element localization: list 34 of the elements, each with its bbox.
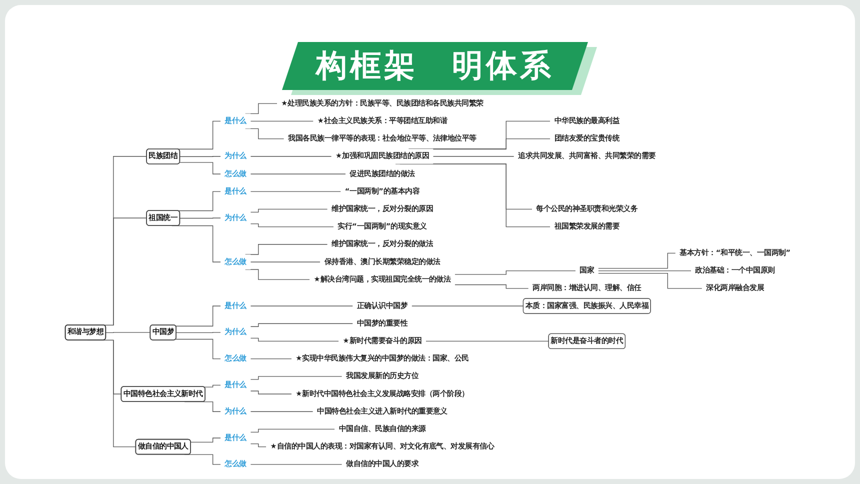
connector	[250, 428, 335, 433]
connector	[204, 384, 221, 388]
connector	[175, 338, 221, 360]
connector	[180, 156, 221, 157]
connector	[250, 358, 292, 360]
connector	[598, 270, 692, 272]
connector	[180, 218, 221, 219]
title-banner: 构框架 明体系	[282, 42, 588, 90]
connector	[250, 223, 334, 228]
connector	[250, 464, 342, 465]
connector	[177, 191, 221, 212]
connector	[598, 252, 676, 269]
connector	[250, 208, 328, 213]
connector	[250, 338, 339, 342]
connector	[454, 270, 576, 275]
connector	[179, 162, 221, 174]
connector	[175, 306, 221, 326]
connector	[176, 332, 221, 333]
connector	[250, 443, 266, 448]
connector	[250, 120, 314, 122]
connector	[250, 191, 342, 192]
connector	[250, 323, 354, 327]
connector	[250, 390, 292, 394]
connector	[432, 138, 550, 150]
connector	[250, 411, 314, 412]
connector	[598, 272, 702, 289]
connector	[106, 332, 151, 333]
connector	[432, 156, 514, 157]
connector	[454, 284, 529, 289]
connector	[250, 376, 342, 380]
connector	[411, 306, 524, 307]
connector	[190, 438, 221, 443]
connector	[426, 340, 550, 342]
connector	[250, 156, 332, 157]
